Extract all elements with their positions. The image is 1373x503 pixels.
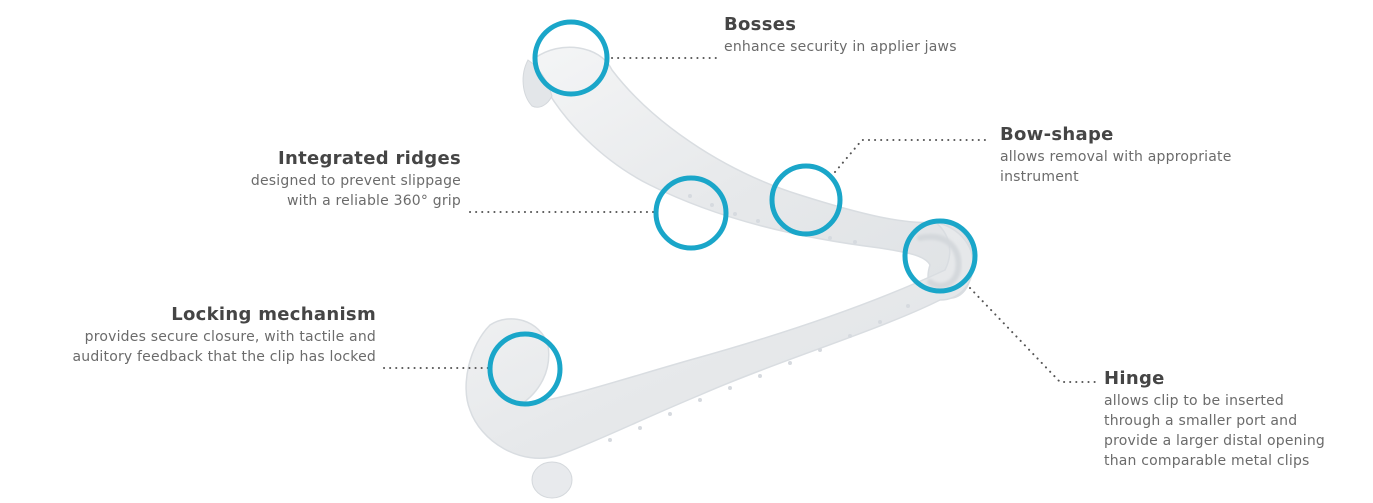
polymer-clip-image	[465, 46, 974, 499]
integrated-ridges-title: Integrated ridges	[277, 148, 461, 169]
ring-bow-shape	[769, 163, 843, 237]
leader-bow-shape	[834, 139, 991, 173]
integrated-ridges-desc-line-2: with a reliable 360° grip	[286, 193, 461, 209]
hinge-title: Hinge	[1104, 368, 1165, 389]
clip-locking-knob	[531, 461, 573, 499]
clip-bosses-tip	[522, 59, 553, 108]
clip-lower-arm	[465, 221, 974, 460]
callout-bosses: Bosses enhance security in applier jaws	[724, 14, 957, 57]
bow-shape-desc-line-1: allows removal with appropriate	[1000, 149, 1232, 165]
callout-integrated-ridges: Integrated ridges designed to prevent sl…	[215, 148, 461, 211]
locking-mechanism-desc-line-1: provides secure closure, with tactile an…	[84, 329, 376, 345]
bosses-description: enhance security in applier jaws	[724, 37, 957, 57]
bow-shape-description: allows removal with appropriate instrume…	[1000, 147, 1310, 187]
bow-shape-desc-line-2: instrument	[1000, 169, 1079, 185]
locking-mechanism-description: provides secure closure, with tactile an…	[10, 327, 376, 367]
hinge-desc-line-3: provide a larger distal opening	[1104, 433, 1326, 449]
bow-shape-title: Bow-shape	[1000, 124, 1114, 145]
bosses-title: Bosses	[724, 14, 797, 35]
integrated-ridges-description: designed to prevent slippage with a reli…	[215, 171, 461, 211]
callout-locking-mechanism: Locking mechanism provides secure closur…	[10, 304, 376, 367]
ring-ridges	[653, 175, 729, 251]
ring-hinge	[902, 218, 978, 294]
locking-mechanism-desc-line-2: auditory feedback that the clip has lock…	[72, 349, 376, 365]
bosses-desc-line-1: enhance security in applier jaws	[724, 39, 957, 55]
integrated-ridges-desc-line-1: designed to prevent slippage	[250, 173, 461, 189]
hinge-description: allows clip to be inserted through a sma…	[1104, 391, 1369, 471]
callout-hinge: Hinge allows clip to be inserted through…	[1104, 368, 1369, 471]
locking-mechanism-title: Locking mechanism	[171, 304, 376, 325]
ring-locking	[487, 331, 563, 407]
highlight-rings	[487, 19, 978, 407]
leader-lines	[383, 57, 1101, 383]
leader-hinge	[969, 287, 1101, 383]
clip-hinge-loop	[917, 233, 962, 289]
ring-bosses	[532, 19, 610, 97]
hinge-desc-line-2: through a smaller port and	[1104, 413, 1298, 429]
callout-bow-shape: Bow-shape allows removal with appropriat…	[1000, 124, 1310, 187]
hinge-desc-line-4: than comparable metal clips	[1104, 453, 1310, 469]
clip-ridges	[608, 184, 910, 442]
hinge-desc-line-1: allows clip to be inserted	[1104, 393, 1285, 409]
